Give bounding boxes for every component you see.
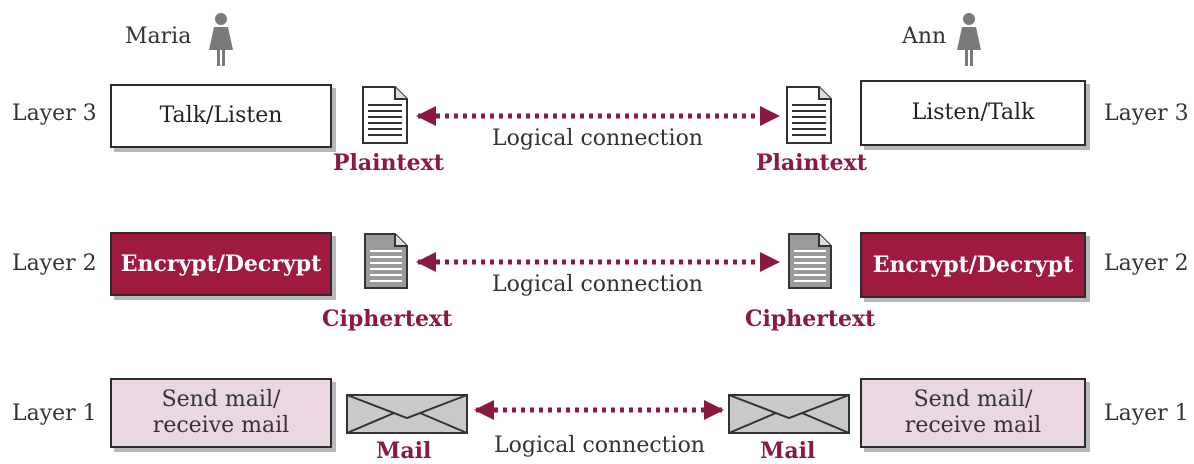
encrypt-decrypt-right-text: Encrypt/Decrypt <box>872 252 1074 278</box>
send-receive-mail-right-box: Send mail/ receive mail <box>860 378 1086 448</box>
send-mail-right-text: Send mail/ <box>913 387 1033 412</box>
encrypt-decrypt-left-box: Encrypt/Decrypt <box>110 232 332 296</box>
plaintext-left-label: Plaintext <box>333 150 444 176</box>
ciphertext-left-label: Ciphertext <box>322 306 453 332</box>
talk-listen-box: Talk/Listen <box>110 84 332 148</box>
envelope-icon <box>346 394 468 434</box>
mail-right-label: Mail <box>760 438 816 464</box>
layer3-right-label: Layer 3 <box>1104 101 1189 126</box>
person-icon <box>957 13 981 66</box>
send-mail-left-text: Send mail/ <box>161 387 281 412</box>
receive-mail-right-text: receive mail <box>904 413 1042 438</box>
document-icon <box>362 86 408 144</box>
plaintext-right-label: Plaintext <box>756 150 867 176</box>
layer3-connection-label: Logical connection <box>492 126 703 151</box>
encrypt-decrypt-right-box: Encrypt/Decrypt <box>860 232 1086 298</box>
layer2-right-label: Layer 2 <box>1104 251 1189 276</box>
mail-left-label: Mail <box>376 438 432 464</box>
layer1-left-label: Layer 1 <box>12 401 97 426</box>
document-icon <box>786 86 832 144</box>
document-icon <box>788 233 832 289</box>
person-icon <box>209 13 233 66</box>
receive-mail-left-text: receive mail <box>152 413 290 438</box>
listen-talk-text: Listen/Talk <box>911 100 1035 125</box>
document-icon <box>364 233 408 289</box>
listen-talk-box: Listen/Talk <box>860 80 1086 146</box>
talk-listen-text: Talk/Listen <box>159 103 283 128</box>
layer1-connection-label: Logical connection <box>494 433 705 458</box>
layer1-right-label: Layer 1 <box>1104 401 1189 426</box>
layer3-left-label: Layer 3 <box>12 101 97 126</box>
ciphertext-right-label: Ciphertext <box>745 306 876 332</box>
layer2-connection-label: Logical connection <box>492 272 703 297</box>
encrypt-decrypt-left-text: Encrypt/Decrypt <box>120 251 322 277</box>
envelope-icon <box>728 394 850 434</box>
person-ann-label: Ann <box>902 24 947 49</box>
person-maria-label: Maria <box>125 24 192 49</box>
layer2-left-label: Layer 2 <box>12 251 97 276</box>
send-receive-mail-left-box: Send mail/ receive mail <box>110 378 332 448</box>
